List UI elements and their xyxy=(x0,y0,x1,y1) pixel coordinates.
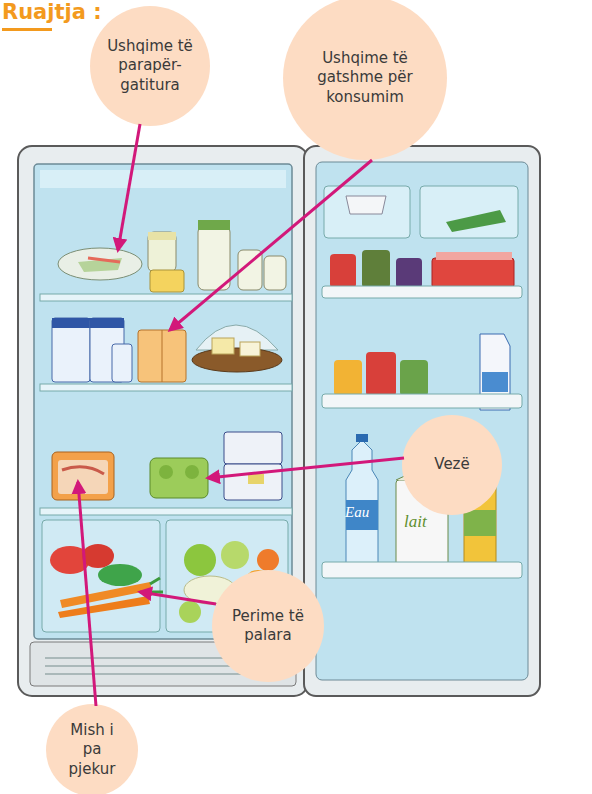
callout-text: Mish i pa pjekur xyxy=(60,721,124,780)
dessert-cups xyxy=(138,330,186,382)
package-label: Eau xyxy=(345,504,369,521)
shelf xyxy=(40,384,292,391)
callout-text: Vezë xyxy=(434,455,469,475)
box xyxy=(224,432,282,464)
egg-box xyxy=(150,458,208,498)
door-rail xyxy=(322,286,522,298)
jar xyxy=(148,232,176,272)
bubble-fill xyxy=(212,570,324,682)
door-rail xyxy=(322,562,522,578)
butter xyxy=(150,270,184,292)
cheese-dome xyxy=(196,325,278,350)
title-underline xyxy=(2,28,52,31)
callout-bubble: Vezë xyxy=(402,415,502,515)
callout-text: Perime të palara xyxy=(226,607,310,646)
callout-text: Ushqime të gatshme për konsumim xyxy=(297,49,433,108)
bubble-text-holder: Vezë xyxy=(402,415,502,515)
leader-arrow xyxy=(208,458,404,478)
jar xyxy=(198,226,230,290)
door-rail xyxy=(322,394,522,408)
yogurt-cups xyxy=(52,318,90,382)
callout-text: Ushqime të parapër- gatitura xyxy=(104,37,196,96)
fridge-interior xyxy=(34,164,292,639)
egg-compartment xyxy=(324,186,410,238)
callout-bubble: Perime të palara xyxy=(212,570,324,682)
water-bottle xyxy=(346,440,378,570)
bubble-text-holder: Perime të palara xyxy=(212,570,324,682)
shelf xyxy=(40,294,292,301)
leader-arrow xyxy=(170,160,372,330)
leader-arrow xyxy=(140,592,216,604)
callout-bubble: Mish i pa pjekur xyxy=(46,704,138,794)
interior-light xyxy=(40,170,286,188)
bubble-fill xyxy=(283,0,447,160)
package-label: lait xyxy=(404,512,427,532)
bubble-fill xyxy=(402,415,502,515)
shelf xyxy=(40,508,292,515)
jar xyxy=(330,254,356,288)
title: Ruajtja : xyxy=(2,0,102,24)
bubble-text-holder: Ushqime të parapër- gatitura xyxy=(90,6,210,126)
crisper-drawer xyxy=(42,520,160,632)
fridge-door xyxy=(304,146,540,696)
bubble-text-holder: Ushqime të gatshme për konsumim xyxy=(283,0,447,160)
bubble-fill xyxy=(46,704,138,794)
callout-bubble: Ushqime të gatshme për konsumim xyxy=(283,0,447,160)
bubble-fill xyxy=(90,6,210,126)
plate xyxy=(58,248,142,280)
jar xyxy=(334,360,362,396)
pepper xyxy=(98,564,142,586)
meat-tray xyxy=(52,452,114,500)
leader-arrow xyxy=(78,482,96,706)
bubble-text-holder: Mish i pa pjekur xyxy=(46,704,138,794)
door-panel xyxy=(316,162,528,680)
callout-bubble: Ushqime të parapër- gatitura xyxy=(90,6,210,126)
leader-arrow xyxy=(118,124,140,250)
cabbage xyxy=(184,544,216,576)
